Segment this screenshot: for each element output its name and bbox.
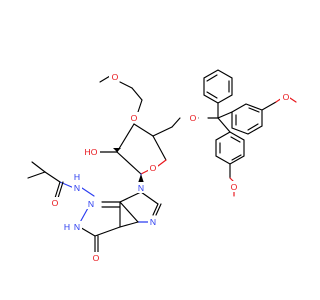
oxygen-label: O xyxy=(190,113,197,123)
atom-labels: O O O O O HO O O O N H N N N N H xyxy=(50,71,290,263)
oxygen-label: O xyxy=(150,163,157,173)
nitrogen-label: N xyxy=(74,183,80,193)
oxygen-label: O xyxy=(112,72,119,82)
dimethoxytrityl-group xyxy=(189,69,297,197)
nitrogen-label: N xyxy=(138,183,144,193)
nitrogen-label: N xyxy=(88,199,94,209)
oxygen-label: O xyxy=(231,182,238,192)
hydroxyl-label: HO xyxy=(85,147,98,157)
nitrogen-label: N xyxy=(74,222,80,232)
methoxyethyl-chain xyxy=(99,75,143,113)
furanose-ring xyxy=(95,117,181,175)
oxygen-label: O xyxy=(283,92,290,102)
stereo-wedge-bond xyxy=(113,148,121,152)
isobutyramide-group xyxy=(27,161,75,199)
nitrogen-label: N xyxy=(150,217,156,227)
purine-base xyxy=(77,173,162,253)
stereo-wedge-bond xyxy=(138,174,144,183)
hydrogen-label: H xyxy=(74,172,80,182)
carbonyl-oxygen-label: O xyxy=(93,253,100,263)
molecule-structure-diagram: O O O O O HO O O O N H N N N N H xyxy=(27,69,297,263)
amide-oxygen-label: O xyxy=(52,198,59,208)
oxygen-label: O xyxy=(131,113,138,123)
hydrogen-label: H xyxy=(64,222,70,232)
